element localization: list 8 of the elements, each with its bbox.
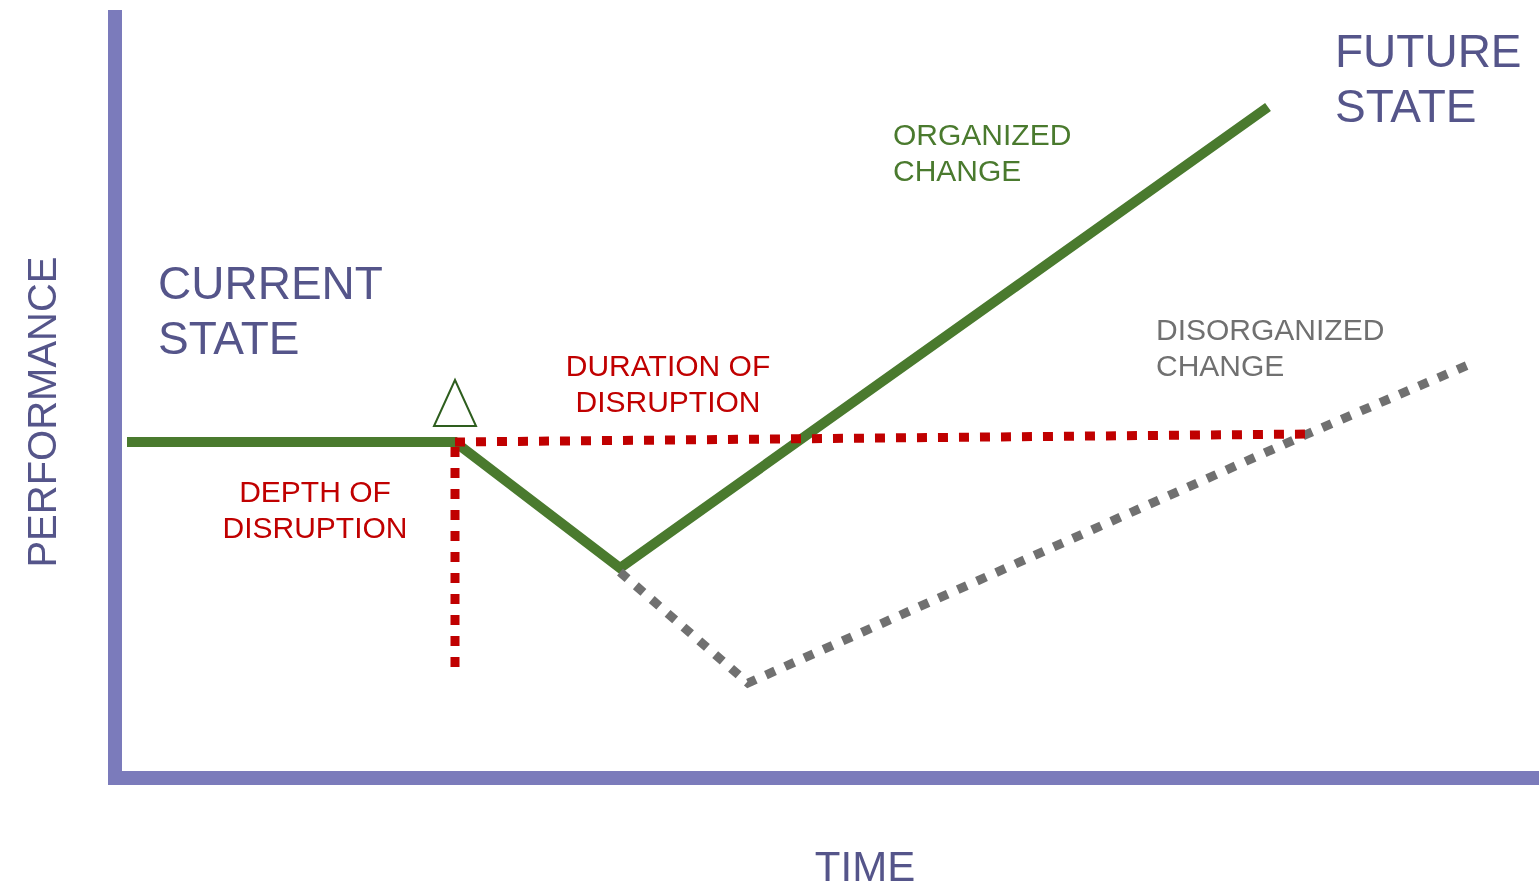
axis-label: PERFORMANCE (19, 255, 65, 570)
line-label: DISORGANIZED CHANGE (1156, 312, 1386, 384)
state-label: FUTURE STATE (1335, 24, 1523, 135)
line-label: ORGANIZED CHANGE (893, 117, 1073, 189)
measure-label: DURATION OF DISRUPTION (564, 348, 772, 420)
axis-label: TIME (813, 842, 917, 891)
measure-label: DEPTH OF DISRUPTION (221, 474, 409, 546)
state-label: CURRENT STATE (158, 256, 384, 367)
